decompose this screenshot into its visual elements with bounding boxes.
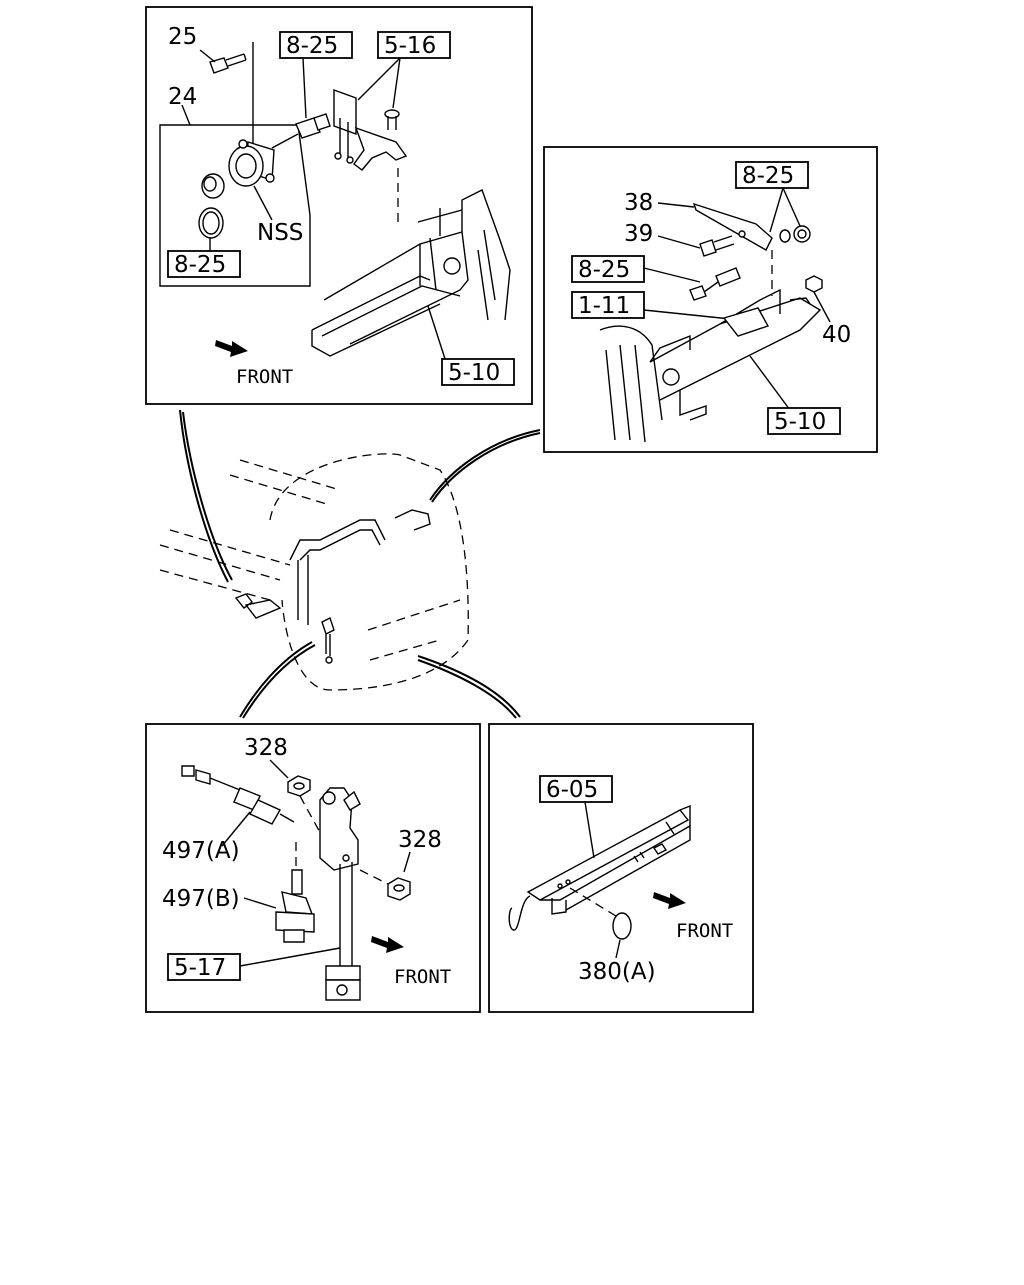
nut-icon (387, 877, 411, 901)
panel-bottom-right: 6-05 380(A) FRONT (488, 723, 754, 1013)
detail-pointer-curve (417, 655, 521, 718)
connector-icon (689, 267, 741, 301)
callout-497a: 497(A) (162, 838, 240, 864)
ref-6-05: 6-05 (546, 777, 598, 803)
ref-8-25-a: 8-25 (742, 163, 794, 189)
ref-5-10-top: 5-10 (448, 360, 500, 386)
front-arrow-icon (215, 340, 248, 357)
nut-icon (805, 275, 823, 293)
ref-8-25-b: 8-25 (578, 257, 630, 283)
ref-box-8-25-a (735, 161, 809, 189)
panel-top-left: 25 24 NSS 8-25 8-25 (145, 6, 533, 405)
callout-25: 25 (168, 24, 197, 50)
ref-box-5-10-right (767, 407, 841, 435)
callout-380a: 380(A) (578, 959, 656, 985)
callout-39: 39 (624, 221, 653, 247)
front-arrow-icon (371, 936, 404, 953)
frame-rail-icon (311, 189, 511, 357)
ref-box-5-16 (377, 31, 451, 59)
frame-rail-icon (599, 288, 822, 443)
panel-bottom-right-frame (488, 723, 754, 1013)
ref-8-25-lower: 8-25 (174, 252, 226, 278)
front-arrow-icon (653, 892, 686, 909)
ref-box-8-25-b (571, 255, 645, 283)
callout-40: 40 (822, 322, 851, 348)
ref-box-8-25-lower (167, 250, 241, 278)
nut-icon (287, 775, 311, 797)
detail-pointer-curve (182, 411, 233, 581)
o-ring-icon (198, 207, 224, 239)
cap-icon (201, 173, 225, 199)
ref-5-16: 5-16 (384, 33, 436, 59)
callout-24: 24 (168, 84, 197, 110)
frame-member-icon (508, 804, 691, 931)
vehicle-overview (159, 409, 541, 719)
panel-bottom-left: 328 497(A) 328 (145, 723, 481, 1013)
ref-box-1-11 (571, 291, 645, 319)
ref-1-11: 1-11 (578, 293, 630, 319)
detail-pointer-curve (239, 641, 313, 718)
callout-497b: 497(B) (162, 886, 240, 912)
panel-top-left-frame (145, 6, 533, 405)
ref-8-25-top: 8-25 (286, 33, 338, 59)
callout-nss: NSS (257, 220, 303, 246)
callout-328-right: 328 (398, 827, 442, 853)
ref-5-10-right: 5-10 (774, 409, 826, 435)
callout-328-top: 328 (244, 735, 288, 761)
front-label-bottom-left: FRONT (394, 966, 451, 988)
connector-icon (271, 113, 331, 149)
ref-5-17: 5-17 (174, 955, 226, 981)
stay-plate-icon (692, 202, 773, 251)
front-label-top-left: FRONT (236, 366, 293, 388)
ref-box-5-17 (167, 953, 241, 981)
bracket-icon (333, 89, 408, 171)
subassembly-24-frame (159, 124, 311, 287)
connector-plug-icon (275, 869, 315, 943)
neutral-safety-switch-icon (228, 139, 275, 187)
ref-box-8-25-top (279, 31, 353, 59)
detail-pointer-curve (429, 429, 541, 501)
panel-top-right: 8-25 38 39 8-25 1-11 (543, 146, 878, 453)
plug-cap-icon (612, 912, 632, 940)
front-label-bottom-right: FRONT (676, 920, 733, 942)
lever-bracket-icon (319, 787, 361, 1001)
callout-38: 38 (624, 190, 653, 216)
washer-icon (779, 225, 811, 243)
bolt-icon (699, 235, 735, 257)
oil-pressure-switch-icon (181, 765, 295, 825)
ref-box-6-05 (539, 775, 613, 803)
screw-icon (384, 109, 400, 130)
ref-box-5-10-top (441, 358, 515, 386)
